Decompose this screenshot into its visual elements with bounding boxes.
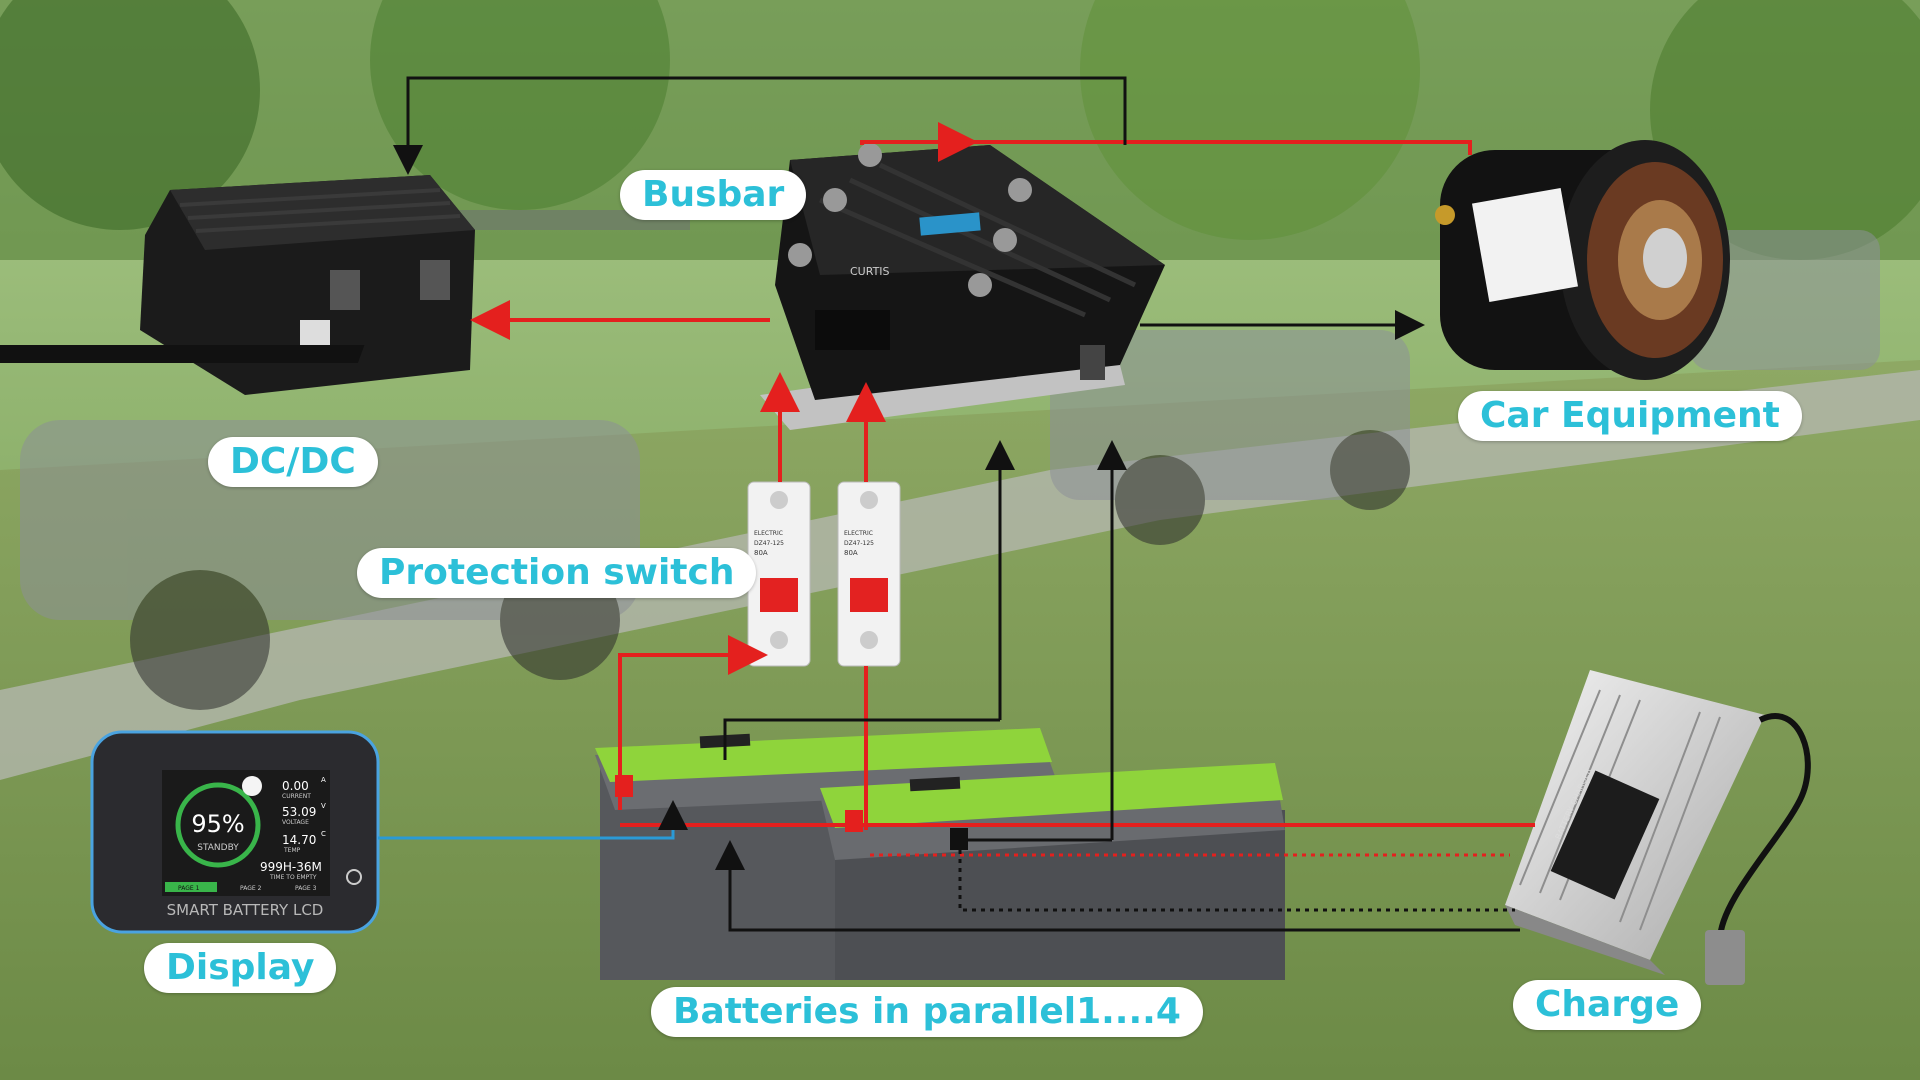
charger: BATTERY CHARGER bbox=[1505, 670, 1811, 985]
lcd-soc: 95% bbox=[191, 810, 244, 838]
breaker-model-2: DZ47-125 bbox=[844, 540, 874, 547]
dcdc-converter bbox=[0, 175, 475, 395]
lcd-page-3: PAGE 3 bbox=[295, 885, 317, 892]
lcd-voltage-unit: V bbox=[321, 802, 326, 810]
smart-battery-lcd: 95% STANDBY 0.00 A CURRENT 53.09 V VOLTA… bbox=[90, 730, 380, 934]
wire-charger-to-battery-neg bbox=[715, 840, 1520, 932]
label-charge: Charge bbox=[1513, 980, 1702, 1030]
lcd-voltage-label: VOLTAGE bbox=[282, 819, 309, 826]
wire-negative-to-dcdc bbox=[393, 76, 1127, 175]
label-car-equipment: Car Equipment bbox=[1458, 391, 1802, 441]
wire-battery1-to-breaker1 bbox=[618, 635, 768, 810]
golf-cart-right bbox=[1050, 230, 1880, 545]
communication-wire bbox=[378, 800, 688, 840]
lcd-current-unit: A bbox=[321, 776, 326, 784]
breaker-brand-1: ELECTRIC bbox=[754, 530, 783, 537]
protection-switch-1: ELECTRIC DZ47-125 80A bbox=[747, 481, 811, 667]
breaker-rating-1: 80A bbox=[754, 549, 768, 557]
lcd-page-2: PAGE 2 bbox=[240, 885, 262, 892]
positive-wires bbox=[470, 122, 1535, 830]
label-dcdc: DC/DC bbox=[208, 437, 378, 487]
battery-2 bbox=[820, 763, 1285, 980]
lcd-time: 999H-36M bbox=[260, 860, 322, 874]
power-icon bbox=[346, 869, 362, 885]
wire-controller-to-motor-top bbox=[860, 140, 1472, 155]
protection-switch-2: ELECTRIC DZ47-125 80A bbox=[837, 481, 901, 667]
lcd-voltage: 53.09 bbox=[282, 805, 316, 819]
controller-brand: CURTIS bbox=[850, 265, 890, 278]
negative-wires bbox=[393, 76, 1520, 932]
lcd-temp: 14.70 bbox=[282, 833, 316, 847]
breaker-model-1: DZ47-125 bbox=[754, 540, 784, 547]
lcd-temp-unit: C bbox=[321, 830, 326, 838]
lcd-page-1: PAGE 1 bbox=[178, 885, 200, 892]
lcd-time-label: TIME TO EMPTY bbox=[269, 874, 317, 881]
dotted-negative-wire bbox=[958, 850, 1515, 912]
lcd-current-label: CURRENT bbox=[282, 793, 311, 800]
breaker-brand-2: ELECTRIC bbox=[844, 530, 873, 537]
label-busbar: Busbar bbox=[620, 170, 807, 220]
lcd-state: STANDBY bbox=[197, 843, 239, 853]
motor bbox=[1435, 140, 1730, 380]
breaker-rating-2: 80A bbox=[844, 549, 858, 557]
lcd-current: 0.00 bbox=[282, 779, 309, 793]
label-batteries: Batteries in parallel1....4 bbox=[651, 987, 1203, 1037]
label-protection-switch: Protection switch bbox=[357, 548, 757, 598]
lcd-temp-label: TEMP bbox=[283, 847, 301, 854]
lcd-brand: SMART BATTERY LCD bbox=[167, 901, 324, 919]
label-display: Display bbox=[144, 943, 337, 993]
